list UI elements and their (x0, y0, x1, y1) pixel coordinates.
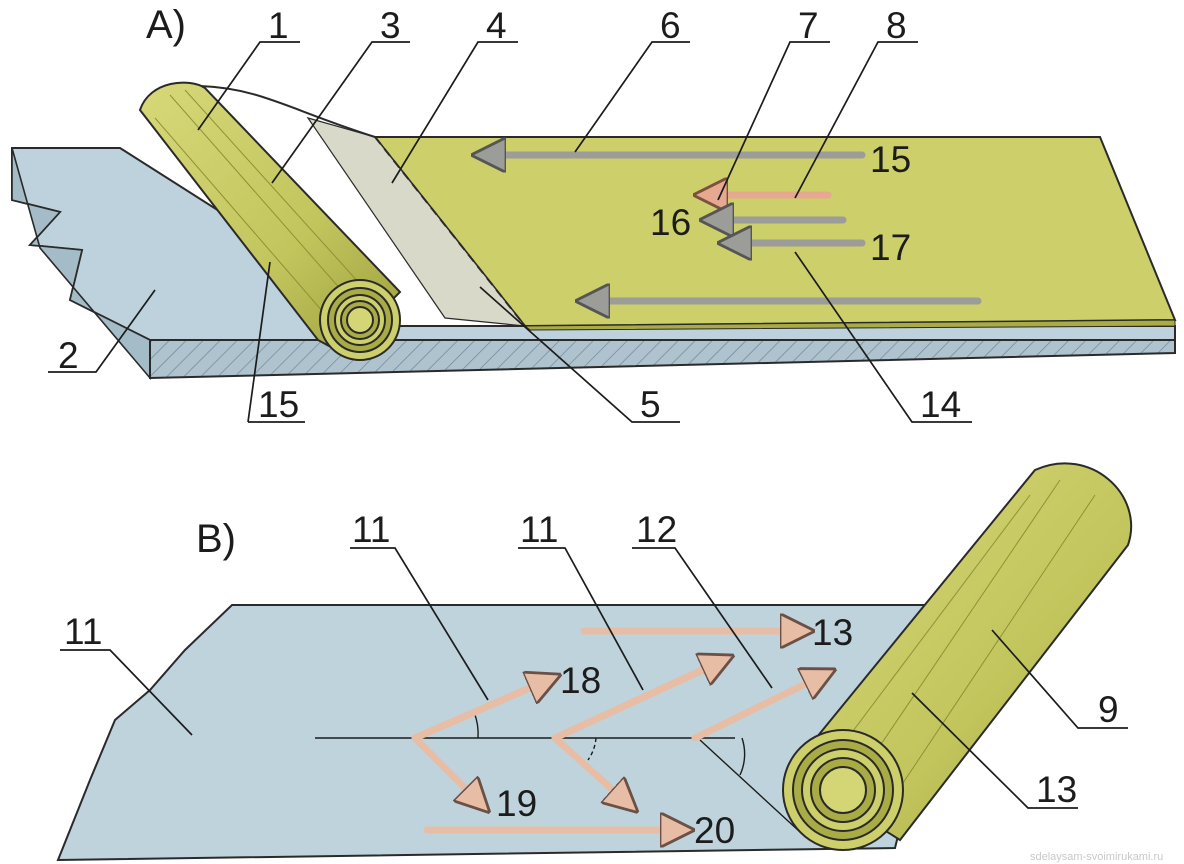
label-16: 16 (650, 202, 691, 243)
arrow-zigzag-head (551, 658, 728, 742)
membrane-roll-a (138, 81, 402, 361)
label-13-right: 13 (1036, 769, 1077, 810)
label-20: 20 (694, 810, 735, 851)
panel-a-title: A) (146, 3, 186, 47)
label-11-mid2: 11 (520, 509, 558, 550)
roll-b-end-coils (782, 729, 904, 851)
panel-a: A) 1 3 4 6 7 8 15 16 17 2 15 5 14 (11, 3, 1177, 425)
label-9: 9 (1098, 689, 1119, 730)
leaders-b (60, 547, 1128, 809)
concrete-section-hatch (149, 339, 1176, 380)
roll-a-end-coils (319, 279, 401, 361)
label-6: 6 (660, 5, 681, 46)
diagonal-guide (699, 739, 801, 833)
arrow-12-direction (691, 672, 830, 742)
label-11-left: 11 (64, 611, 102, 652)
angle-arc-12 (739, 737, 746, 776)
label-11-mid1: 11 (352, 509, 390, 550)
label-5: 5 (640, 384, 661, 425)
watermark-text: sdelaysam-svoimirukami.ru (1030, 851, 1163, 863)
panel-b: B) 11 11 11 12 13 18 19 20 9 13 sdelaysa… (56, 462, 1163, 863)
label-13-top: 13 (812, 612, 853, 653)
label-19: 19 (496, 783, 537, 824)
label-15-arrow: 15 (870, 139, 911, 180)
label-7: 7 (798, 5, 819, 46)
label-12: 12 (636, 509, 677, 550)
label-8: 8 (886, 5, 907, 46)
label-1: 1 (268, 5, 289, 46)
primer-dashed-edge (374, 136, 526, 327)
panel-b-title: B) (196, 517, 236, 561)
leaders-a (48, 41, 972, 423)
label-15-roll: 15 (258, 384, 299, 425)
angle-arc-20 (587, 737, 597, 761)
label-14: 14 (920, 384, 961, 425)
label-17: 17 (870, 227, 911, 268)
label-2: 2 (58, 335, 79, 376)
concrete-end (11, 147, 151, 381)
membrane-roll-b (782, 462, 1133, 851)
membrane-edge-band (523, 319, 1176, 331)
label-3: 3 (380, 5, 401, 46)
arrow-18-head (411, 677, 555, 742)
label-18: 18 (560, 660, 601, 701)
sheet-peel-top (199, 85, 376, 138)
label-4: 4 (486, 5, 507, 46)
